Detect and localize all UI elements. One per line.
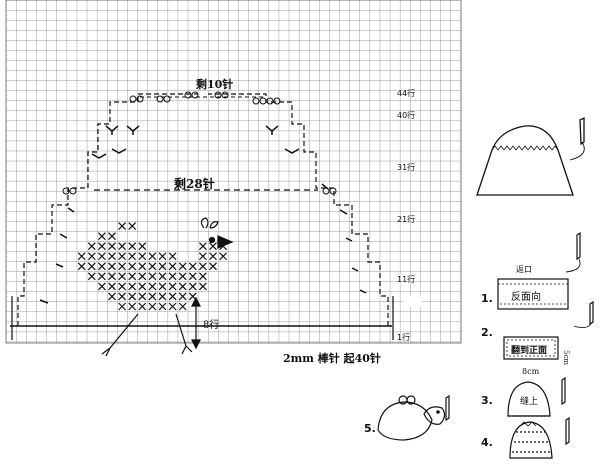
chick-cross-stitch (108, 262, 116, 271)
top-remaining-label: 剩10针 (196, 77, 233, 91)
chick-cross-stitch (138, 262, 147, 271)
chick-cross-stitch (138, 302, 147, 311)
chick-cross-stitch (108, 292, 116, 301)
chick-cross-stitch (128, 292, 137, 301)
chick-cross-stitch (158, 292, 167, 301)
chick-cross-stitch (209, 262, 217, 271)
chick-cross-stitch (178, 282, 187, 291)
chick-cross-stitch (128, 242, 137, 251)
height-arrow (191, 296, 201, 350)
row-label-21: 21行 (397, 214, 415, 224)
chick-cross-stitch (148, 292, 157, 301)
chick-cross-stitch (158, 302, 167, 311)
chick-cross-stitch (77, 252, 86, 261)
chick-cross-stitch (128, 282, 137, 291)
chick-cross-stitch (118, 252, 127, 261)
chick-cross-stitch (188, 282, 197, 291)
bobble-icons (62, 91, 337, 195)
chick-cross-stitch (138, 282, 147, 291)
row-label-31: 31行 (397, 162, 415, 172)
chick-cross-stitch (148, 282, 157, 291)
chick-cross-stitch (108, 232, 116, 241)
chick-cross-stitch (97, 242, 106, 251)
middle-remaining-label: 剩28针 (174, 176, 215, 191)
chick-cross-stitch (178, 262, 187, 271)
chick-cross-stitch (118, 242, 127, 251)
chick-cross-stitch (178, 302, 187, 311)
chick-cross-stitch (148, 252, 157, 261)
chick-cross-stitch (148, 302, 157, 311)
chick-cross-stitch (77, 262, 86, 271)
chick-cross-stitch (209, 252, 217, 261)
chick-cross-stitch (158, 252, 167, 261)
row-label-44: 44行 (397, 88, 415, 98)
chick-cross-stitch (118, 292, 127, 301)
chick-cross-stitch (158, 272, 167, 281)
chick-cross-stitch (168, 282, 177, 291)
chick-cross-stitch (87, 272, 96, 281)
chick-cross-stitch (138, 272, 147, 281)
chick-cross-stitch (138, 242, 147, 251)
chick-cross-stitch (148, 262, 157, 271)
chick-cross-stitch (97, 232, 106, 241)
chick-cross-stitch (178, 292, 187, 301)
chick-height-label: 8行 (203, 318, 219, 331)
chick-cross-stitch (87, 252, 96, 261)
chick-cross-stitch (128, 252, 137, 261)
graph-paper-grid (5, 0, 462, 344)
cosy-outline-left (17, 93, 198, 326)
chick-cross-stitch (118, 262, 127, 271)
chick-cross-stitch (158, 282, 167, 291)
chick-cross-stitch (138, 252, 147, 261)
chick-cross-stitch (118, 222, 127, 231)
chick-cross-stitch (128, 222, 137, 231)
chick-cross-stitch (118, 272, 127, 281)
chick-cross-stitch (198, 272, 207, 281)
chick-cross-stitch (178, 272, 187, 281)
chick-cross-stitch (168, 302, 177, 311)
chick-cross-stitch (97, 272, 106, 281)
row-label-1: 1行 (397, 332, 410, 342)
chick-cross-stitch (198, 282, 207, 291)
chick-cross-stitch (138, 292, 147, 301)
chick-cross-stitch (168, 272, 177, 281)
chick-cross-stitch (108, 242, 116, 251)
chick-cross-stitch (168, 292, 177, 301)
chick-cross-stitch (118, 282, 127, 291)
increase-mark-icons (39, 125, 367, 304)
chick-cross-stitch (108, 252, 116, 261)
chick-cross-stitch (108, 282, 116, 291)
chick-cross-stitch (168, 252, 177, 261)
chick-cross-stitch (198, 252, 207, 261)
chick-cross-stitch (87, 242, 96, 251)
chick-cross-stitch (148, 272, 157, 281)
chick-cross-stitch (209, 242, 217, 251)
cast-on-label: 2mm 棒针 起40针 (283, 351, 381, 365)
chick-cross-stitch (97, 282, 106, 291)
chick-cross-stitch (128, 302, 137, 311)
chick-cross-stitch (97, 252, 106, 261)
chick-cross-stitch (118, 302, 127, 311)
chick-cross-stitch (128, 262, 137, 271)
chick-cross-stitch (188, 272, 197, 281)
chick-cross-stitch (168, 262, 177, 271)
chick-cross-stitch (198, 242, 207, 251)
chick-cross-stitch (219, 252, 228, 261)
chick-cross-stitch (87, 262, 96, 271)
chick-cross-stitch (188, 262, 197, 271)
chick-cross-stitch (198, 262, 207, 271)
chick-cross-stitch (97, 262, 106, 271)
row-label-11: 11行 (397, 274, 415, 284)
chick-cross-stitch (158, 262, 167, 271)
chick-motif-icon (77, 217, 234, 357)
row-label-40: 40行 (397, 110, 415, 120)
chick-cross-stitch (128, 272, 137, 281)
chick-cross-stitch (108, 272, 116, 281)
